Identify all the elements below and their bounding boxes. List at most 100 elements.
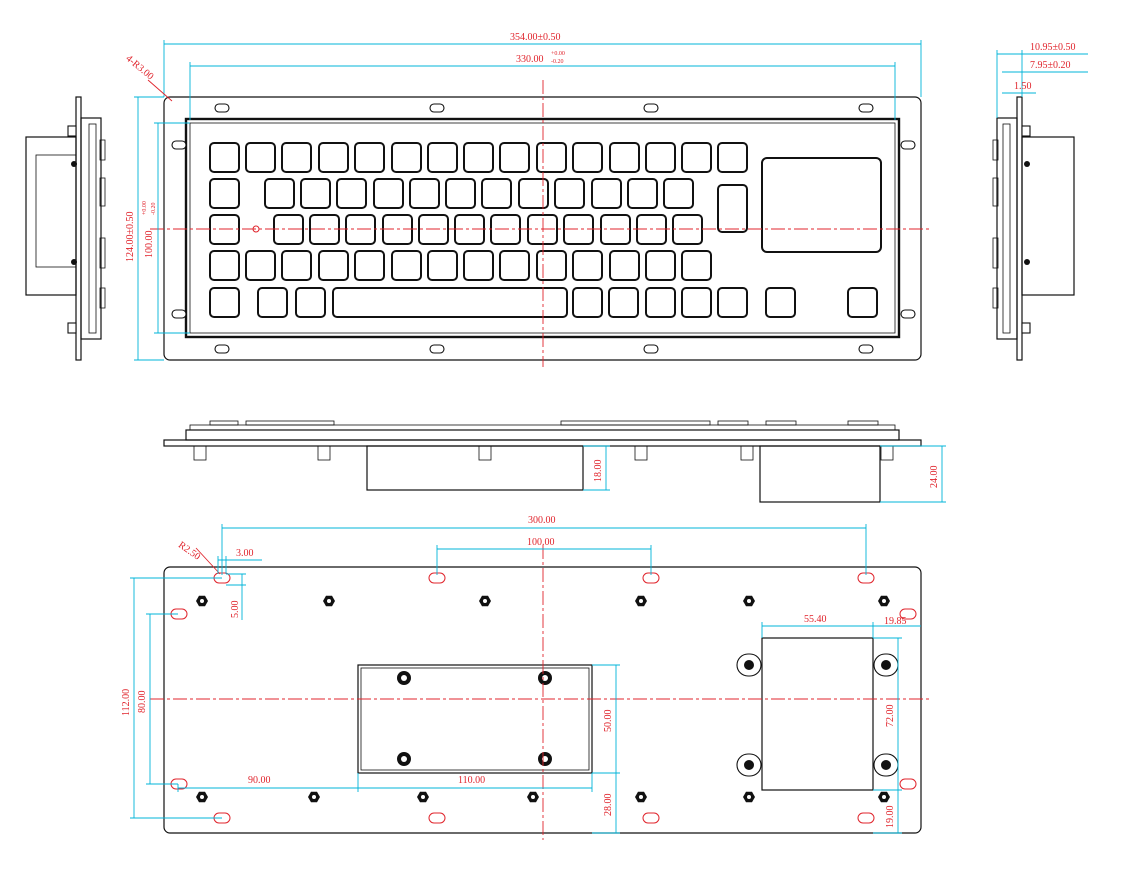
hex-nut-hole (639, 599, 643, 603)
mounting-slot (642, 812, 660, 824)
dim-flange-thickness: 1.50 (1014, 81, 1032, 92)
dim-total-thickness: 10.95±0.50 (1030, 42, 1076, 53)
dim-panel-thickness: 7.95±0.20 (1030, 60, 1071, 71)
mounting-slot (858, 103, 874, 113)
dim-module-depth: 18.00 (593, 460, 604, 483)
mounting-slot (900, 309, 916, 319)
key (318, 250, 349, 281)
rear-touchpad-module (761, 637, 874, 791)
dim-height-outer: 112.00 (121, 689, 132, 716)
hex-nut-hole (421, 795, 425, 799)
rear-mounting-slots (170, 572, 917, 824)
stud (634, 445, 648, 461)
dim-pcb-width: 110.00 (458, 775, 485, 786)
key (672, 214, 703, 245)
hex-nut-hole (531, 795, 535, 799)
stud (193, 445, 207, 461)
touchpad-bracket-nut (744, 660, 754, 670)
key (300, 178, 331, 209)
hex-nut-hole (639, 795, 643, 799)
hex-nut-hole (200, 599, 204, 603)
dim-pcb-bottom: 28.00 (603, 794, 614, 817)
key (681, 250, 712, 281)
key (427, 250, 458, 281)
key (490, 214, 521, 245)
key (481, 178, 512, 209)
dim-overall-height: 124.00±0.50 (125, 212, 136, 263)
stud (740, 445, 754, 461)
key (591, 178, 622, 209)
mounting-slot (214, 103, 230, 113)
left-module-box (25, 136, 77, 296)
key (264, 178, 295, 209)
key (281, 142, 312, 173)
pcb-standoff-hole (542, 675, 548, 681)
keycap-profile (560, 420, 711, 426)
key (681, 287, 712, 318)
key (645, 142, 676, 173)
key (572, 287, 603, 318)
key (295, 287, 326, 318)
profile-touchpad-module (759, 445, 881, 503)
profile-view: 18.00 24.00 (163, 420, 946, 503)
dim-inner-width: 330.00 (516, 54, 544, 65)
mounting-slot (900, 140, 916, 150)
mounting-slot (171, 140, 187, 150)
rear-pcb-module (357, 664, 593, 774)
key (273, 214, 304, 245)
front-plate-outline (163, 96, 922, 361)
key (609, 250, 640, 281)
touchpad (761, 157, 882, 253)
key (765, 287, 796, 318)
dim-inner-height: 100.00 (144, 231, 155, 259)
mounting-slot (643, 344, 659, 354)
mounting-slot (429, 103, 445, 113)
mounting-slot (429, 344, 445, 354)
key (354, 250, 385, 281)
dim-overall-width: 354.00±0.50 (510, 32, 561, 43)
hex-nut-hole (327, 599, 331, 603)
key (463, 142, 494, 173)
profile-pcb-module (366, 445, 584, 491)
mounting-slot (428, 812, 446, 824)
key (245, 142, 276, 173)
dim-inner-height-tol-upper: +0.00 (142, 201, 148, 215)
key (645, 250, 676, 281)
key (257, 287, 288, 318)
dim-tp-width: 55.40 (804, 614, 827, 625)
mounting-slot (857, 812, 875, 824)
key (409, 178, 440, 209)
right-flange (1016, 96, 1023, 361)
front-mounting-slots (171, 103, 916, 354)
key (427, 142, 458, 173)
touchpad-bracket-nut (881, 660, 891, 670)
right-side-view: 10.95±0.50 7.95±0.20 1.50 (992, 42, 1088, 361)
right-module-box (1021, 136, 1075, 296)
key (336, 178, 367, 209)
front-bezel (184, 117, 901, 339)
mounting-slot (171, 309, 187, 319)
key (391, 142, 422, 173)
mounting-slot (899, 608, 917, 620)
key (536, 250, 567, 281)
keycap-profile (765, 420, 797, 426)
key (281, 250, 312, 281)
key (382, 214, 413, 245)
dim-touchpad-depth: 24.00 (929, 466, 940, 489)
dim-tp-height: 72.00 (885, 705, 896, 728)
keycap-profile (209, 420, 239, 426)
mounting-slot (899, 778, 917, 790)
pcb-standoff-hole (401, 756, 407, 762)
touchpad-bracket-nut (744, 760, 754, 770)
hex-nut-hole (747, 795, 751, 799)
hex-nut-hole (882, 599, 886, 603)
key (518, 178, 549, 209)
profile-bezel (185, 429, 900, 441)
hex-nut-hole (312, 795, 316, 799)
dim-inner-width-tol-lower: -0.20 (551, 59, 564, 65)
key (608, 287, 639, 318)
key (663, 178, 694, 209)
profile-plate (163, 439, 922, 447)
space-bar-key (332, 287, 568, 318)
keycap-profile (717, 420, 749, 426)
